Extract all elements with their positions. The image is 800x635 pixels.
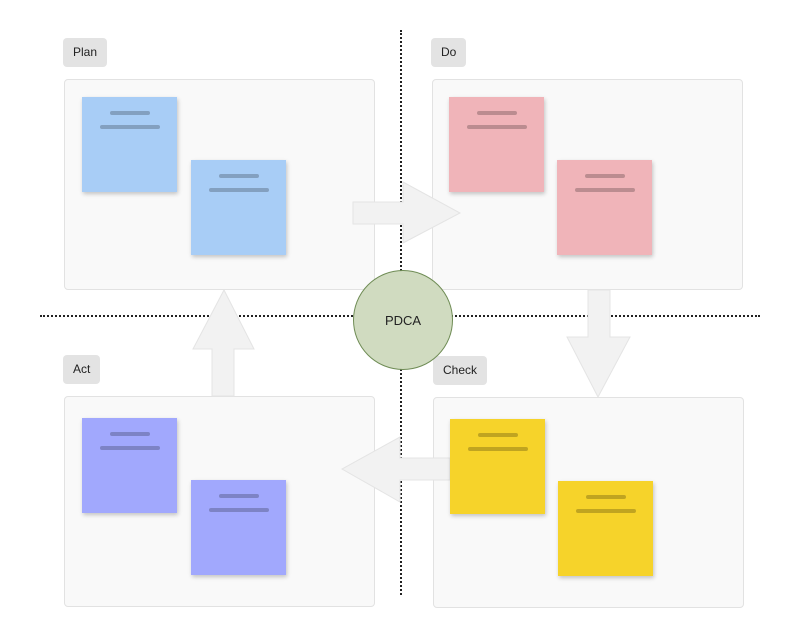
act-label: Act [63, 355, 101, 384]
note-text-placeholder [100, 446, 160, 450]
note-text-placeholder [219, 174, 259, 178]
note-text-placeholder [110, 111, 150, 115]
arrow-plan-to-do[interactable] [352, 181, 462, 244]
note-text-placeholder [209, 188, 269, 192]
note-text-placeholder [478, 433, 518, 437]
do-sticky-note[interactable] [557, 160, 652, 255]
arrow-act-to-plan[interactable] [192, 288, 255, 397]
check-sticky-note[interactable] [450, 419, 545, 514]
note-text-placeholder [575, 188, 635, 192]
note-text-placeholder [468, 447, 528, 451]
plan-label: Plan [63, 38, 108, 67]
note-text-placeholder [576, 509, 636, 513]
do-label: Do [431, 38, 467, 67]
do-sticky-note[interactable] [449, 97, 544, 192]
pdca-center-node[interactable]: PDCA [353, 270, 453, 370]
act-sticky-note[interactable] [191, 480, 286, 575]
arrow-do-to-check[interactable] [566, 289, 631, 399]
note-text-placeholder [586, 495, 626, 499]
plan-sticky-note[interactable] [191, 160, 286, 255]
note-text-placeholder [209, 508, 269, 512]
act-sticky-note[interactable] [82, 418, 177, 513]
pdca-center-label: PDCA [384, 312, 422, 328]
note-text-placeholder [477, 111, 517, 115]
arrow-check-to-act[interactable] [340, 436, 451, 503]
plan-sticky-note[interactable] [82, 97, 177, 192]
note-text-placeholder [467, 125, 527, 129]
note-text-placeholder [219, 494, 259, 498]
check-label: Check [433, 356, 488, 385]
note-text-placeholder [100, 125, 160, 129]
note-text-placeholder [110, 432, 150, 436]
check-sticky-note[interactable] [558, 481, 653, 576]
note-text-placeholder [585, 174, 625, 178]
